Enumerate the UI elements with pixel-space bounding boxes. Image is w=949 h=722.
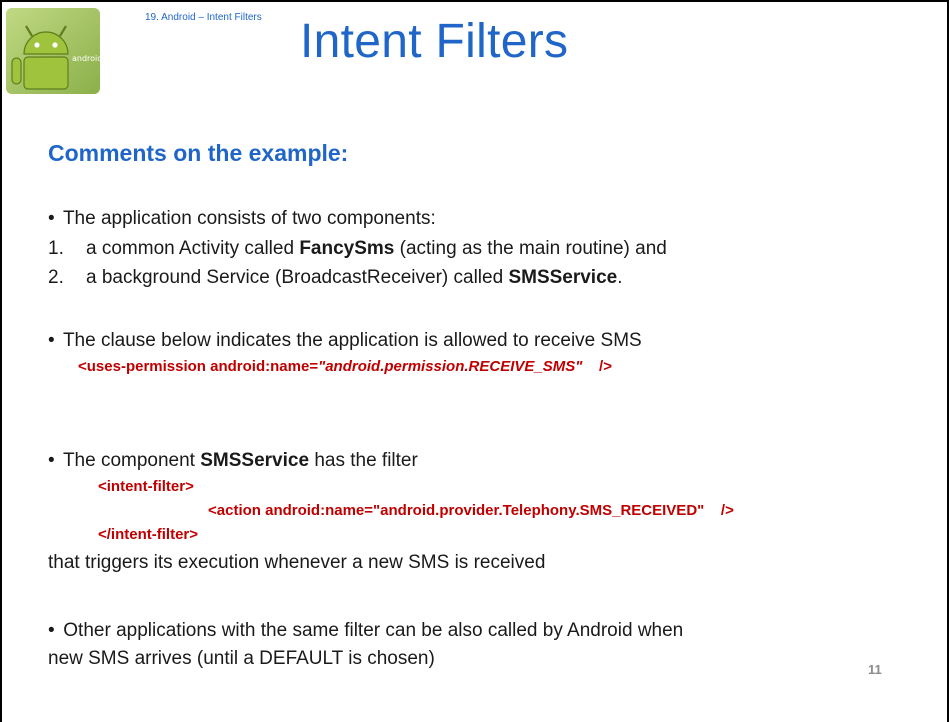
subheading: Comments on the example: bbox=[48, 140, 349, 166]
slide-border-left bbox=[0, 0, 2, 722]
code-uses-permission: <uses-permission android:name="android.p… bbox=[78, 358, 612, 375]
bullet-marker: • bbox=[48, 330, 55, 351]
bullet-text: The component bbox=[62, 450, 201, 471]
code-part: <uses-permission android:name= bbox=[78, 358, 319, 375]
list-item-2: 2. a background Service (BroadcastReceive… bbox=[48, 267, 623, 289]
code-intent-filter-close: </intent-filter> bbox=[98, 526, 199, 543]
list-bold: FancySms bbox=[299, 238, 395, 259]
bullet-filter: • The component SMSService has the filte… bbox=[48, 450, 418, 472]
list-number: 2. bbox=[48, 267, 64, 288]
bullet-other-apps-cont: new SMS arrives (until a DEFAULT is chos… bbox=[48, 648, 435, 669]
code-italic: "android.permission.RECEIVE_SMS" bbox=[318, 358, 583, 375]
bullet-bold: SMSService bbox=[200, 450, 310, 471]
bullet-components: • The application consists of two compon… bbox=[48, 208, 436, 230]
list-number: 1. bbox=[48, 238, 64, 259]
list-text: a background Service (BroadcastReceiver)… bbox=[86, 267, 509, 288]
list-item-1: 1. a common Activity called FancySms (act… bbox=[48, 238, 667, 260]
page-number: 11 bbox=[868, 662, 882, 677]
list-text: a common Activity called bbox=[86, 238, 300, 259]
bullet-other-apps: • Other applications with the same filte… bbox=[48, 620, 683, 642]
slide-border-top bbox=[0, 0, 949, 2]
bullet-text: The application consists of two componen… bbox=[62, 208, 436, 229]
code-action: <action android:name="android.provider.T… bbox=[208, 502, 734, 519]
bullet-text: The clause below indicates the applicati… bbox=[62, 330, 642, 351]
list-text-tail: (acting as the main routine) and bbox=[394, 238, 667, 259]
slide-title: Intent Filters bbox=[300, 15, 569, 68]
code-intent-filter-open: <intent-filter> bbox=[98, 478, 194, 495]
bullet-marker: • bbox=[48, 450, 55, 471]
bullet-text-tail: has the filter bbox=[309, 450, 418, 471]
filter-explanation: that triggers its execution whenever a n… bbox=[48, 552, 546, 573]
code-part-end: /> bbox=[582, 358, 612, 375]
svg-text:android: android bbox=[72, 54, 100, 63]
bullet-text: Other applications with the same filter … bbox=[63, 620, 684, 641]
slide-border-right bbox=[947, 0, 949, 722]
bullet-marker: • bbox=[48, 620, 55, 641]
list-bold: SMSService bbox=[508, 267, 618, 288]
breadcrumb: 19. Android – Intent Filters bbox=[145, 12, 262, 23]
android-logo-icon: android bbox=[6, 8, 100, 94]
bullet-marker: • bbox=[48, 208, 55, 229]
list-text-tail: . bbox=[617, 267, 623, 288]
bullet-permission: • The clause below indicates the applica… bbox=[48, 330, 642, 352]
